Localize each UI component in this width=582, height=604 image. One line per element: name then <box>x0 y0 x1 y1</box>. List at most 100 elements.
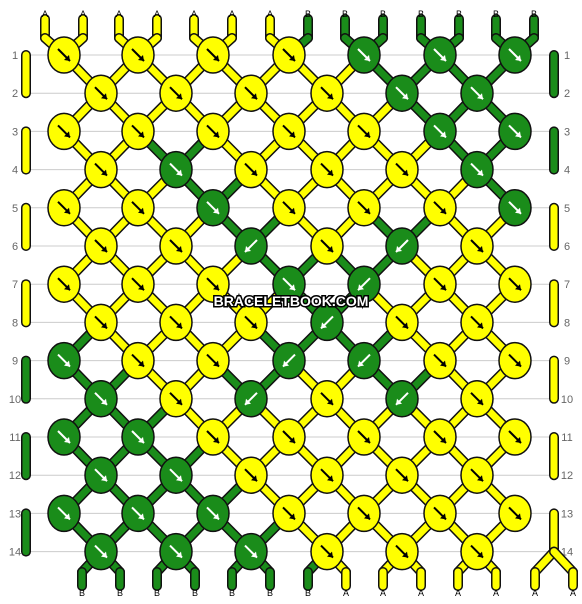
knot <box>272 418 306 456</box>
row-number-right: 7 <box>564 279 570 291</box>
knot <box>47 36 81 74</box>
knot <box>347 341 381 380</box>
knot-arrow-head <box>321 322 327 329</box>
knot <box>121 36 155 74</box>
knot-arrow-head <box>402 169 408 176</box>
knot-arrow-head <box>327 93 333 100</box>
string-label-bottom: B <box>79 588 85 598</box>
knot <box>234 532 268 571</box>
watermark-text: BRACELETBOOK.COM <box>214 293 369 309</box>
knot-arrow-head <box>440 437 446 443</box>
knot <box>347 189 381 227</box>
knot <box>423 494 457 533</box>
knot <box>196 494 230 533</box>
knot-arrow-head <box>515 207 521 214</box>
knot <box>121 341 155 380</box>
knot <box>159 150 193 189</box>
knot <box>423 112 457 151</box>
knot-arrow-head <box>245 246 251 252</box>
knot <box>272 112 306 151</box>
knot <box>272 494 306 533</box>
string-label-bottom: A <box>455 588 461 598</box>
knot <box>234 380 268 418</box>
knot-arrow-head <box>64 284 70 291</box>
knot-arrow-head <box>176 398 182 405</box>
knot <box>423 341 457 380</box>
knot <box>234 303 268 342</box>
knot <box>159 74 193 112</box>
knot <box>310 227 344 265</box>
string-label-top: A <box>80 9 86 19</box>
knot <box>423 418 457 456</box>
knot-arrow-head <box>396 398 402 405</box>
knot <box>234 74 268 112</box>
knot-grid <box>47 36 532 571</box>
string-label-bottom: A <box>343 588 349 598</box>
knot-arrow-head <box>289 207 295 214</box>
string-label-top: B <box>342 9 348 19</box>
knot <box>498 341 532 380</box>
knot-arrow-head <box>289 55 295 61</box>
knot-arrow-head <box>289 437 295 443</box>
knot-arrow-head <box>176 551 182 558</box>
knot-arrow-head <box>477 322 483 329</box>
knot <box>310 150 344 189</box>
knot-arrow-head <box>402 475 408 482</box>
knot-arrow-head <box>213 360 219 367</box>
knot-arrow-head <box>251 475 257 482</box>
knot-arrow-head <box>364 55 370 61</box>
knot-arrow-head <box>327 475 333 482</box>
knot <box>159 303 193 342</box>
knot <box>385 303 419 342</box>
knot <box>347 494 381 533</box>
knot-arrow-head <box>477 169 483 176</box>
knot-arrow-head <box>364 513 370 520</box>
string-label-top: B <box>456 9 462 19</box>
knot-arrow-head <box>477 398 483 405</box>
knot <box>272 189 306 227</box>
string-label-top: A <box>116 9 122 19</box>
knot <box>196 341 230 380</box>
knot-arrow-head <box>213 207 219 214</box>
knot-arrow-head <box>64 360 70 367</box>
knot <box>498 189 532 227</box>
string-label-top: B <box>305 9 311 19</box>
knot <box>347 112 381 151</box>
row-number-right: 6 <box>564 241 570 253</box>
knot-arrow-head <box>138 437 144 443</box>
knot-arrow-head <box>176 246 182 252</box>
knot-arrow-head <box>358 360 364 367</box>
knot-arrow-head <box>101 551 107 558</box>
knot-arrow-head <box>327 246 333 252</box>
knot-arrow-head <box>515 55 521 61</box>
knot <box>310 74 344 112</box>
knot <box>498 494 532 533</box>
knot <box>121 265 155 303</box>
row-number-right: 1 <box>564 50 570 62</box>
knot-arrow-head <box>251 322 257 329</box>
knot-arrow-head <box>64 207 70 214</box>
knot <box>121 418 155 456</box>
knot <box>460 380 494 418</box>
row-number-left: 7 <box>12 279 18 291</box>
string-label-top: A <box>191 9 197 19</box>
knot <box>385 380 419 418</box>
row-number-right: 9 <box>564 356 570 368</box>
knot-arrow-head <box>213 131 219 138</box>
knot-arrow-head <box>245 398 251 405</box>
row-number-left: 1 <box>12 50 18 62</box>
knot <box>84 456 118 494</box>
knot-arrow-head <box>101 169 107 176</box>
knot <box>84 150 118 189</box>
knot <box>385 74 419 112</box>
knot-arrow-head <box>402 322 408 329</box>
string-label-top: A <box>229 9 235 19</box>
knot-arrow-head <box>477 475 483 482</box>
knot <box>196 112 230 151</box>
knot-arrow-head <box>515 131 521 138</box>
row-number-left: 12 <box>9 470 21 482</box>
row-number-right: 11 <box>561 432 572 444</box>
knot <box>47 418 81 456</box>
knot-arrow-head <box>364 207 370 214</box>
